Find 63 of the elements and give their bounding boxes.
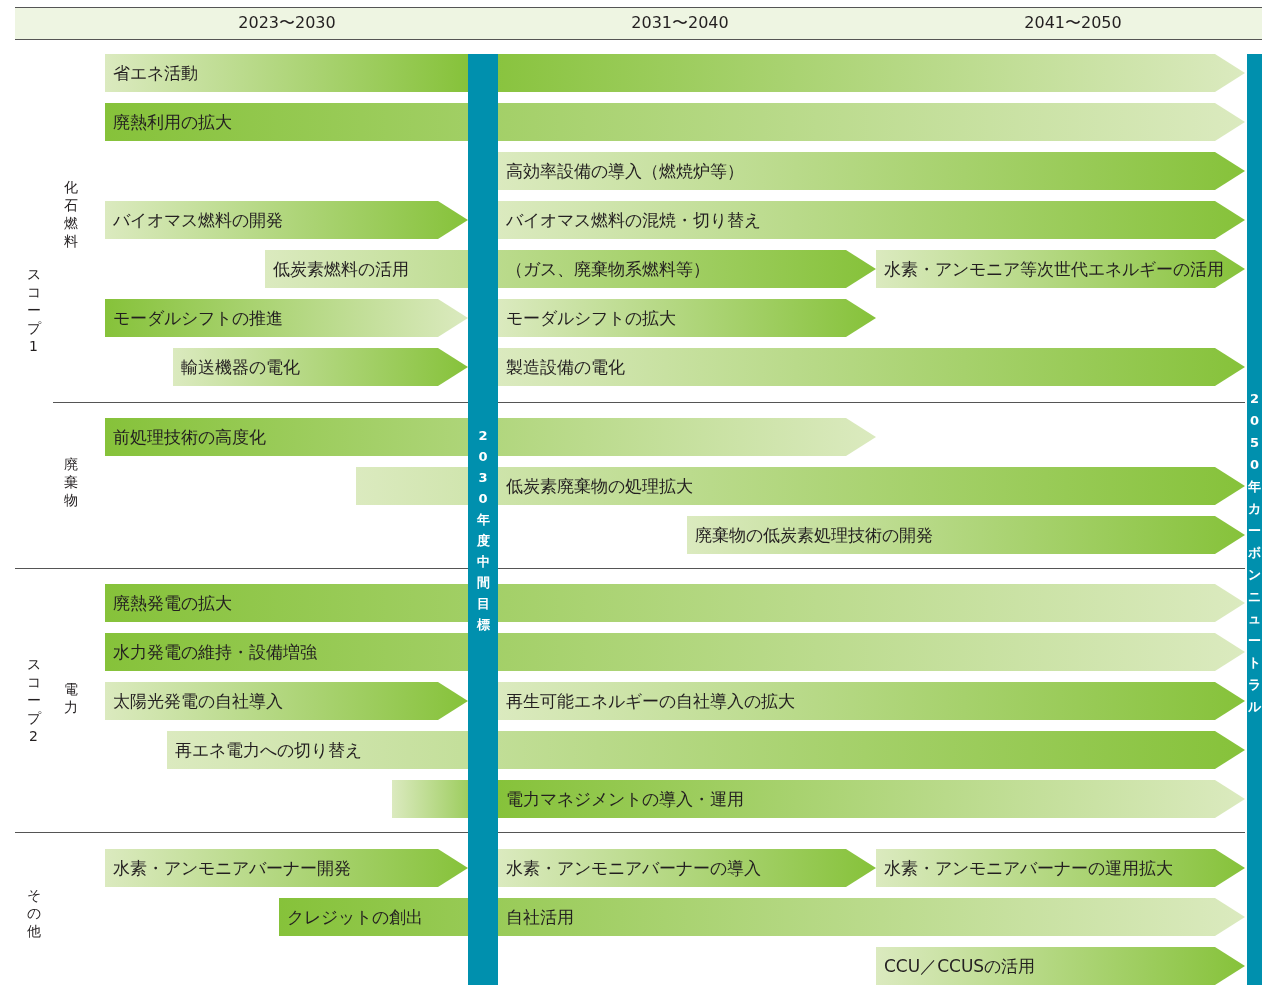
- task-label: 高効率設備の導入（燃焼炉等）: [506, 160, 744, 183]
- arrow-bar: [173, 348, 468, 386]
- task-label: 太陽光発電の自社導入: [113, 690, 283, 713]
- arrow-bar: [105, 299, 468, 337]
- task-label: 電力マネジメントの導入・運用: [506, 788, 744, 811]
- arrow-bar: [498, 299, 876, 337]
- category-label: スコープ2: [26, 655, 41, 745]
- arrow-bar: [105, 682, 468, 720]
- arrow-bar: [876, 947, 1245, 985]
- milestone-label: 2050年カーボンニュートラル: [1247, 390, 1262, 716]
- task-label: 省エネ活動: [113, 62, 198, 85]
- task-label: 水素・アンモニアバーナーの導入: [506, 857, 761, 880]
- task-label: 再生可能エネルギーの自社導入の拡大: [506, 690, 795, 713]
- task-label: 低炭素廃棄物の処理拡大: [506, 475, 693, 498]
- category-label: 化石燃料: [63, 178, 78, 250]
- arrow-bar: [105, 633, 1245, 671]
- year-label: 2023〜2030: [238, 12, 336, 34]
- arrow-bar: [105, 54, 1245, 92]
- task-label: （ガス、廃棄物系燃料等）: [506, 258, 710, 281]
- task-label: 廃熱発電の拡大: [113, 592, 232, 615]
- arrow-bar: [105, 849, 468, 887]
- task-label: 廃熱利用の拡大: [113, 111, 232, 134]
- arrow-bar: [876, 250, 1245, 288]
- arrow-bar: [876, 849, 1245, 887]
- year-label: 2041〜2050: [1024, 12, 1122, 34]
- task-label: 水素・アンモニアバーナーの運用拡大: [884, 857, 1173, 880]
- task-label: クレジットの創出: [287, 906, 423, 929]
- task-label: CCU／CCUSの活用: [884, 955, 1036, 978]
- arrow-bar: [167, 731, 1245, 769]
- task-label: 再エネ電力への切り替え: [175, 739, 362, 762]
- milestone-label: 2030年度中間目標: [476, 427, 490, 634]
- arrow-bar: [105, 103, 1245, 141]
- task-label: 自社活用: [506, 906, 574, 929]
- task-label: 輸送機器の電化: [181, 356, 300, 379]
- task-label: バイオマス燃料の開発: [113, 209, 283, 232]
- task-label: 低炭素燃料の活用: [273, 258, 409, 281]
- arrow-bar: [265, 250, 876, 288]
- category-label: 廃棄物: [63, 455, 78, 509]
- task-label: 廃棄物の低炭素処理技術の開発: [695, 524, 933, 547]
- task-label: 水力発電の維持・設備増強: [113, 641, 317, 664]
- task-label: 前処理技術の高度化: [113, 426, 266, 449]
- year-label: 2031〜2040: [631, 12, 729, 34]
- category-label: スコープ1: [26, 265, 41, 355]
- arrow-bar: [687, 516, 1245, 554]
- task-label: バイオマス燃料の混焼・切り替え: [506, 209, 761, 232]
- arrow-bar: [356, 467, 1245, 505]
- task-label: モーダルシフトの推進: [113, 307, 283, 330]
- milestone-bar: [468, 54, 498, 985]
- arrow-bar: [498, 201, 1245, 239]
- task-label: 水素・アンモニア等次世代エネルギーの活用: [884, 258, 1224, 281]
- arrow-bar: [498, 682, 1245, 720]
- category-label: 電力: [63, 680, 78, 716]
- arrow-bar: [279, 898, 1245, 936]
- task-label: モーダルシフトの拡大: [506, 307, 676, 330]
- arrow-bar: [498, 152, 1245, 190]
- task-label: 水素・アンモニアバーナー開発: [113, 857, 351, 880]
- arrow-bar: [498, 348, 1245, 386]
- arrow-bar: [105, 201, 468, 239]
- arrow-bar: [498, 849, 876, 887]
- milestone-bar: [1247, 54, 1262, 985]
- arrow-bar: [392, 780, 1245, 818]
- task-label: 製造設備の電化: [506, 356, 625, 379]
- category-label: その他: [26, 886, 41, 940]
